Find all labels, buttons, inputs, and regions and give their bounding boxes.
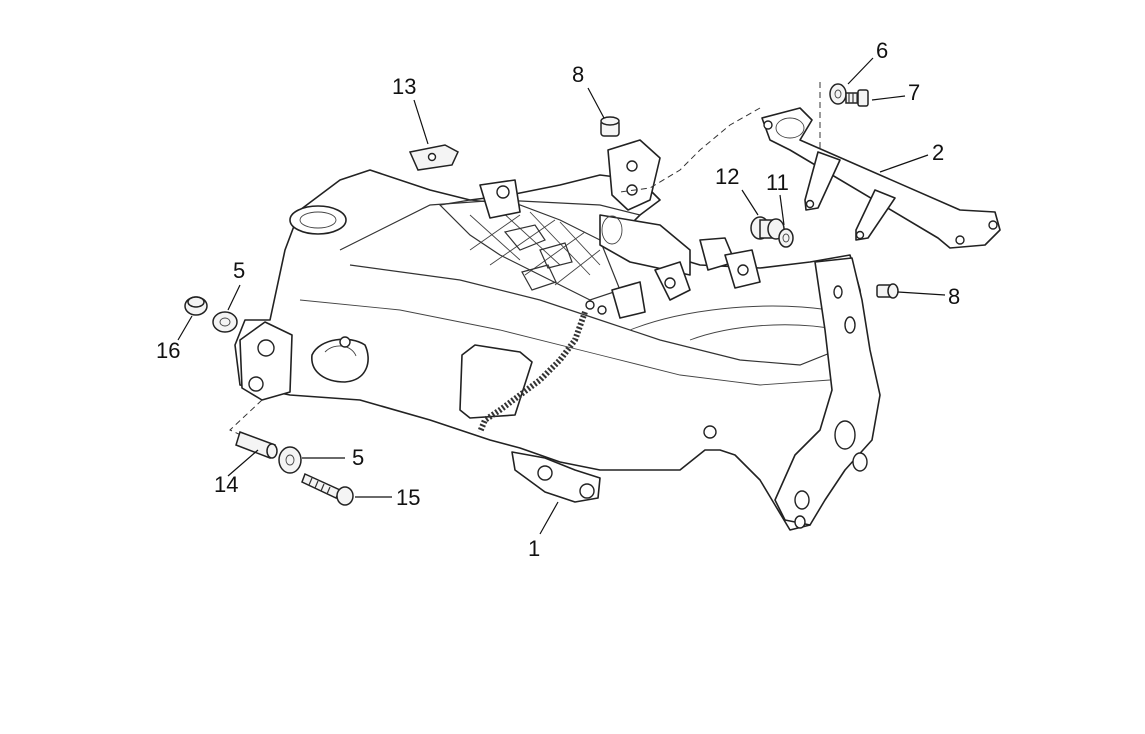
callout-5-upper: 5 [233,258,245,283]
bolt-part-8-upper [600,116,620,137]
cap-part-16 [184,296,208,316]
callout-7: 7 [908,80,920,105]
alignment-line [229,399,279,453]
callout-8-right: 8 [948,284,960,309]
alignment-line [619,107,761,193]
callout-6: 6 [876,38,888,63]
callout-16: 16 [156,338,180,363]
callout-2: 2 [932,140,944,165]
sleeve-part-14 [235,431,278,459]
nut-part-11 [778,228,794,248]
bushing-part-5-upper [212,311,238,333]
bracket-part-13 [408,144,459,171]
callout-11: 11 [766,170,789,195]
callout-5-lower: 5 [352,445,364,470]
main-frame [234,139,881,531]
callout-13: 13 [392,74,416,99]
bolt-part-8-right [876,283,899,299]
callout-12: 12 [715,164,739,189]
spacer-part-12 [750,216,785,240]
callout-8-upper: 8 [572,62,584,87]
bolt-part-15 [301,472,354,506]
bushing-part-5-lower [278,446,302,474]
callout-1: 1 [528,536,540,561]
rear-crossmember [761,107,1001,249]
callout-14: 14 [214,472,238,497]
callout-15: 15 [396,485,420,510]
washer-part-6 [829,83,847,105]
leader-lines [177,57,946,535]
bolt-part-7 [845,89,869,107]
